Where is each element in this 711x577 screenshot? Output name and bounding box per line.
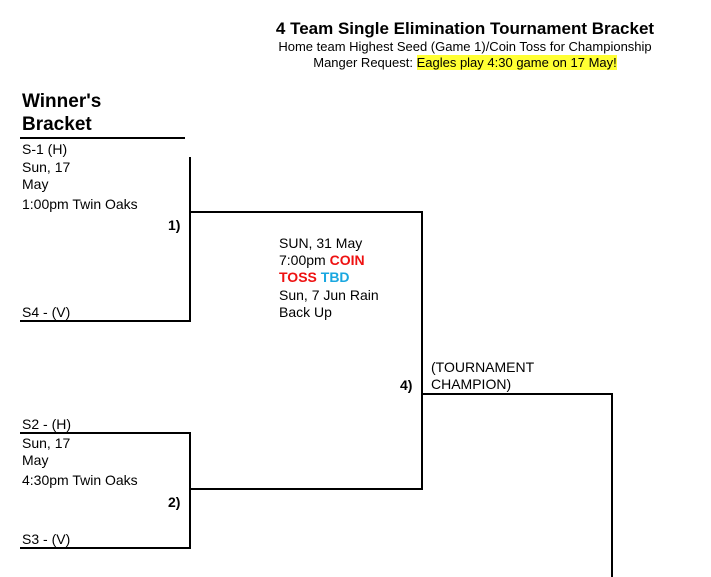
final-tbd: TBD	[320, 269, 350, 285]
page-title: 4 Team Single Elimination Tournament Bra…	[275, 19, 655, 38]
final-rain-line2: Back Up	[279, 304, 332, 320]
game1-bracket-vertical	[189, 157, 191, 321]
game2-date-line1: Sun, 17	[22, 435, 71, 451]
game1-home-team: S-1 (H)	[22, 141, 68, 157]
final-number: 4)	[400, 377, 413, 393]
final-time: 7:00pm	[279, 252, 330, 268]
final-time-line: 7:00pm COIN	[279, 252, 365, 269]
game1-date-line2: May	[22, 176, 49, 192]
game2-bracket-vertical	[189, 432, 191, 549]
manager-request: Manger Request: Eagles play 4:30 game on…	[230, 55, 700, 70]
champion-line	[421, 393, 613, 395]
game1-winner-line	[189, 211, 423, 213]
game1-visitor-line	[20, 320, 191, 322]
manager-request-highlight: Eagles play 4:30 game on 17 May!	[416, 55, 617, 70]
bracket-heading-line1: Winner's	[22, 91, 102, 112]
final-toss-line: TOSS TBD	[279, 269, 350, 286]
page-subtitle: Home team Highest Seed (Game 1)/Coin Tos…	[278, 39, 652, 54]
final-rain-line1: Sun, 7 Jun Rain	[279, 287, 379, 303]
game2-visitor-team: S3 - (V)	[22, 531, 71, 547]
game2-visitor-line	[20, 547, 191, 549]
game2-winner-line	[189, 488, 423, 490]
game2-number: 2)	[168, 494, 181, 510]
game2-date-line2: May	[22, 452, 49, 468]
final-coin: COIN	[329, 252, 365, 268]
final-bracket-vertical	[421, 211, 423, 490]
game1-number: 1)	[168, 217, 181, 233]
game2-home-team: S2 - (H)	[22, 416, 71, 432]
game2-home-line	[20, 432, 191, 434]
final-toss: TOSS	[279, 269, 317, 285]
final-date: SUN, 31 May	[279, 235, 363, 251]
game1-time-location: 1:00pm Twin Oaks	[22, 196, 138, 212]
game1-visitor-team: S4 - (V)	[22, 304, 71, 320]
manager-request-label: Manger Request:	[313, 55, 417, 70]
bracket-heading: Winner's Bracket	[22, 90, 101, 136]
bracket-heading-underline	[20, 137, 185, 139]
champion-label-line2: CHAMPION)	[431, 376, 512, 392]
bracket-heading-line2: Bracket	[22, 114, 92, 135]
game1-date-line1: Sun, 17	[22, 159, 71, 175]
champion-vertical	[611, 393, 613, 577]
game2-time-location: 4:30pm Twin Oaks	[22, 472, 138, 488]
champion-label-line1: (TOURNAMENT	[431, 359, 535, 375]
